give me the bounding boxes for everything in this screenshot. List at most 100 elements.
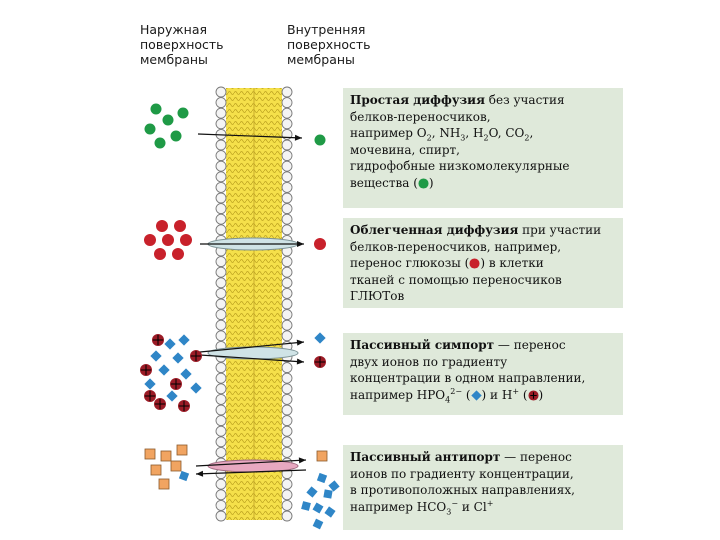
symport-arrow-ion [199,341,305,353]
bicarbonate-ion [312,502,324,514]
panel-text: и Cl [458,499,487,514]
outer-label-line: мембраны [140,52,208,67]
chloride-ion [158,478,170,490]
lipid-head [281,224,293,236]
panel-text: , [529,126,534,140]
inner-surface-label: Внутренняя поверхность мембраны [287,22,371,67]
lipid-head [281,372,293,384]
panel-text: — перенос [500,450,572,464]
bicarbonate-ion-outside [178,470,190,482]
lipid-head [215,436,227,448]
lipid-head [281,287,293,299]
symport-arrow-ion-head [296,339,304,346]
panel-text: при участии [518,223,602,237]
lipid-head [215,362,227,374]
passive-symport-title: Пассивный симпорт [350,338,495,352]
outer-label-line: Наружная [140,22,208,37]
lipid-head [215,107,227,119]
glucose-molecule-inside [314,238,326,250]
proton-ion-inside [314,356,326,368]
green-molecule [170,130,182,142]
glucose-molecule [162,234,174,246]
simple-diffusion-arrow-head [294,134,302,141]
lipid-head [215,203,227,215]
symporter [207,346,299,360]
lipid-head [281,256,293,268]
lipid-head [215,86,227,98]
lipid-head [281,171,293,183]
panel-text: например HPO [350,387,446,402]
superscript: − [451,498,459,508]
subscript: 4 [445,394,451,404]
lipid-head [215,404,227,416]
panel-text: без участия [484,93,565,107]
facilitated-diffusion-title: Облегченная диффузия [350,223,519,237]
glucose-molecule [156,220,168,232]
panel-text: , NH [431,126,461,140]
lipid-head [215,256,227,268]
panel-text: вещества ( [350,175,418,190]
lipid-head [215,425,227,437]
panel-text: ионов по градиенту концентрации, [350,466,574,481]
antiport-arrow-out [195,469,307,475]
lipid-head [281,510,293,522]
lipid-head [215,446,227,458]
lipid-head [281,393,293,405]
lipid-head [215,298,227,310]
phosphate-ion [150,350,162,362]
proton-cross [315,357,325,367]
lipid-head [215,118,227,130]
outer-surface-label: Наружная поверхность мембраны [140,22,224,67]
lipid-head [281,499,293,511]
panel-text: концентрации в одном направлении, [350,371,586,385]
lipid-head [215,478,227,490]
panel-text: ( [462,387,471,402]
lipid-head [215,160,227,172]
bicarbonate-ion [301,501,311,511]
green-molecule [177,107,189,119]
phosphate-ion [180,368,192,380]
lipid-head [215,266,227,278]
lipid-head [281,97,293,109]
symport-arrow-proton [199,354,305,363]
green-molecule [144,123,156,135]
lipid-head [281,383,293,395]
phosphate-ion [172,352,184,364]
bicarbonate-ion [306,486,318,498]
inner-label-line: мембраны [287,52,355,67]
lipid-head [215,150,227,162]
outer-label-line: поверхность [140,37,224,52]
lipid-head [215,393,227,405]
panel-text: — перенос [494,338,566,352]
lipid-head [281,118,293,130]
lipid-head [215,181,227,193]
proton-cross [141,365,151,375]
simple-diffusion-panel: Простая диффузия без участия белков-пере… [343,88,623,208]
panel-text: например O [350,126,427,140]
proton-ion [140,364,152,376]
phosphate-ion [178,334,190,346]
subscript: 2 [524,133,530,143]
superscript: + [486,498,494,508]
lipid-head [215,213,227,225]
proton-ion [190,350,202,362]
lipid-head [215,139,227,151]
lipid-head [215,499,227,511]
lipid-head [215,383,227,395]
subscript: 2 [483,133,489,143]
chloride-ion-inside [316,450,328,462]
glucose-molecule [180,234,192,246]
lipid-head [215,309,227,321]
panel-text: ( [519,387,528,402]
passive-antiport-panel: Пассивный антипорт — перенос ионов по гр… [343,445,623,530]
inner-label-line: Внутренняя [287,22,366,37]
chloride-ion [170,460,182,472]
lipid-head [281,436,293,448]
superscript: 2− [450,386,463,396]
lipid-head [281,181,293,193]
subscript: 2 [426,133,432,143]
proton-cross [191,351,201,361]
red-glucose-icon [469,258,480,269]
lipid-head [281,160,293,172]
antiport-arrow-in-head [298,457,306,464]
